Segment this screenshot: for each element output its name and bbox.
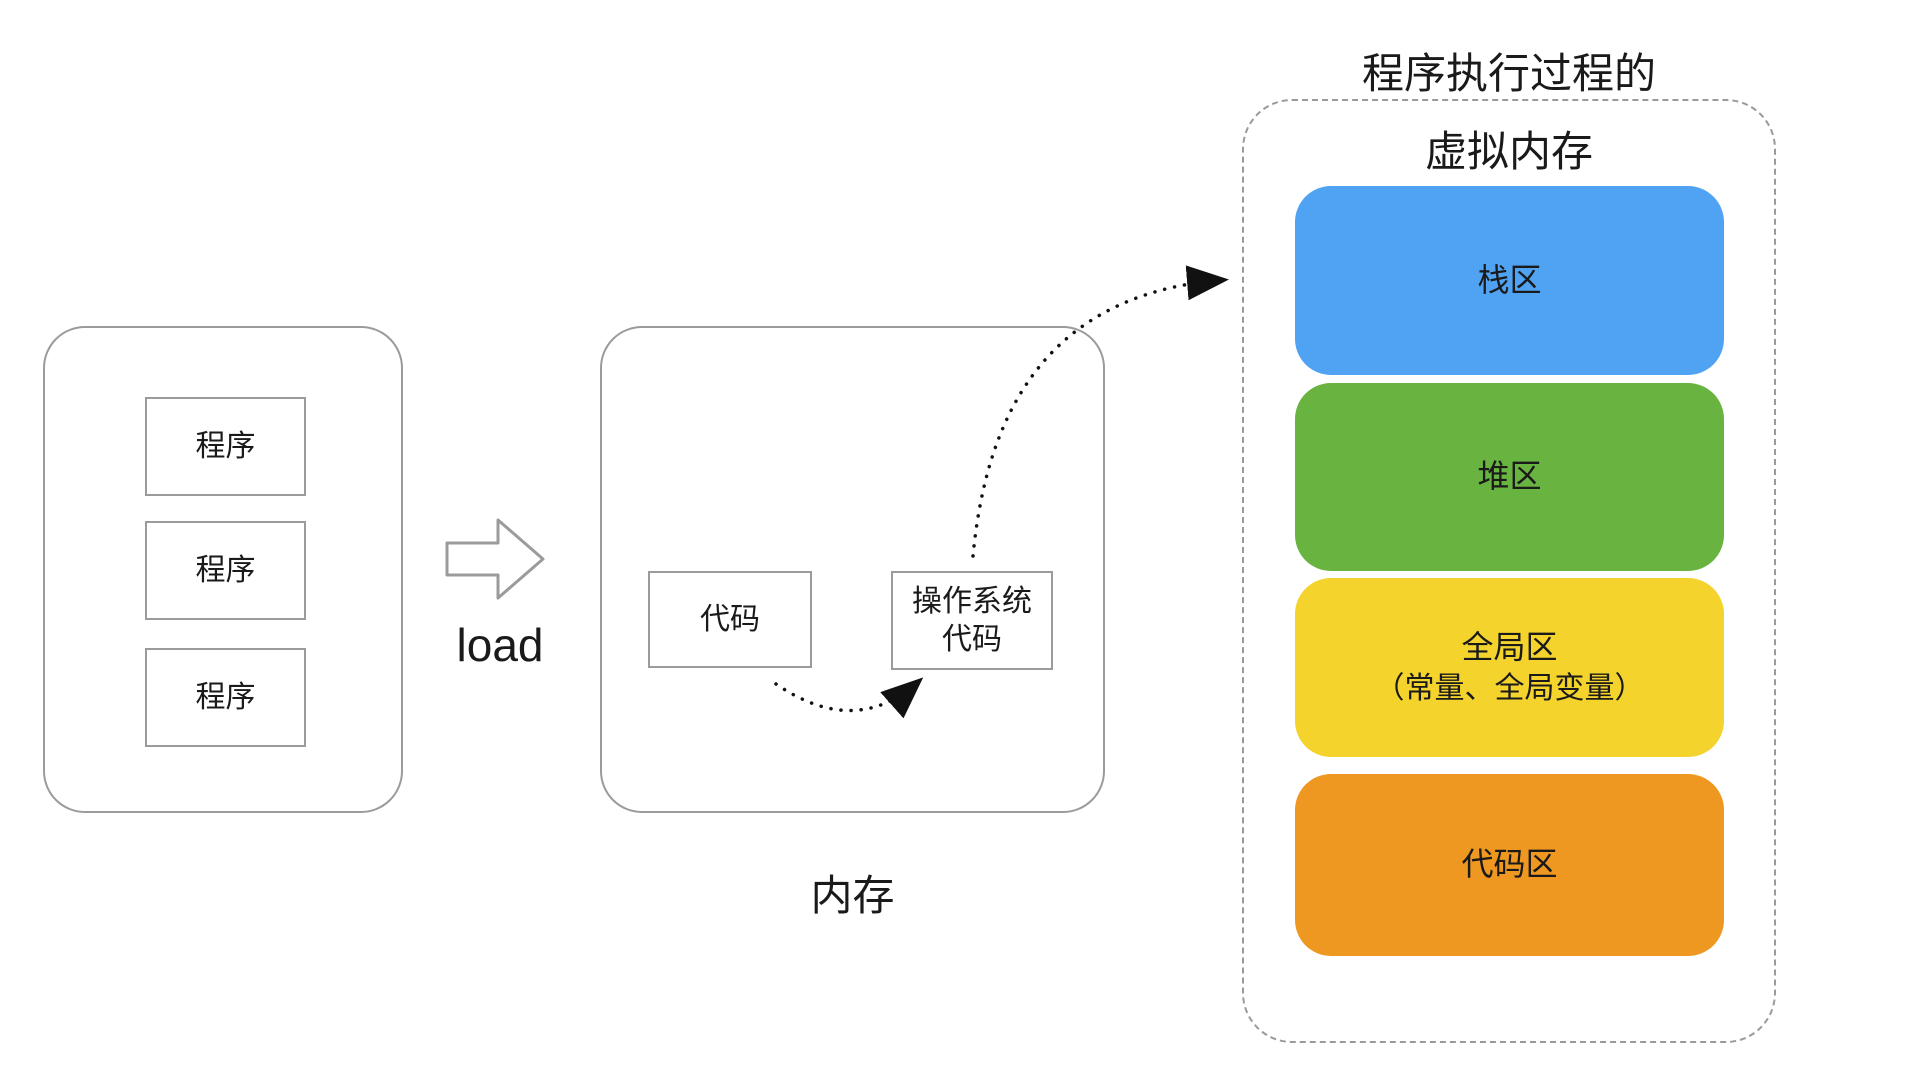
code-label: 代码: [700, 602, 760, 636]
virtual-memory-title-line1: 程序执行过程的: [1361, 50, 1656, 97]
memory-caption: 内存: [810, 872, 895, 919]
program-label: 程序: [195, 429, 256, 463]
region-stack-label: 栈区: [1477, 261, 1542, 298]
code-box: 代码: [648, 571, 812, 668]
memory-panel: 代码 操作系统 代码: [600, 326, 1105, 813]
program-box: 程序: [145, 397, 306, 496]
program-box: 程序: [145, 521, 306, 620]
region-global-sublabel: （常量、全局变量）: [1374, 671, 1645, 705]
region-heap: 堆区: [1295, 383, 1724, 571]
virtual-memory-title-line2: 虚拟内存: [1424, 128, 1593, 175]
os-code-label-line2: 代码: [942, 622, 1002, 656]
region-code-label: 代码区: [1461, 846, 1558, 883]
region-global-label: 全局区: [1461, 628, 1558, 665]
os-code-label-line1: 操作系统: [912, 585, 1032, 618]
programs-panel: 程序 程序 程序: [43, 326, 403, 813]
region-global: 全局区 （常量、全局变量）: [1295, 578, 1724, 757]
region-stack: 栈区: [1295, 186, 1724, 375]
program-label: 程序: [195, 553, 256, 587]
region-heap-label: 堆区: [1477, 458, 1542, 495]
load-label: load: [456, 619, 544, 671]
os-code-box: 操作系统 代码: [891, 571, 1053, 670]
load-arrow-icon: [445, 518, 545, 600]
region-code: 代码区: [1295, 774, 1724, 956]
virtual-memory-panel: 栈区 堆区 全局区 （常量、全局变量） 代码区: [1242, 99, 1776, 1043]
program-box: 程序: [145, 648, 306, 747]
program-label: 程序: [195, 680, 256, 714]
